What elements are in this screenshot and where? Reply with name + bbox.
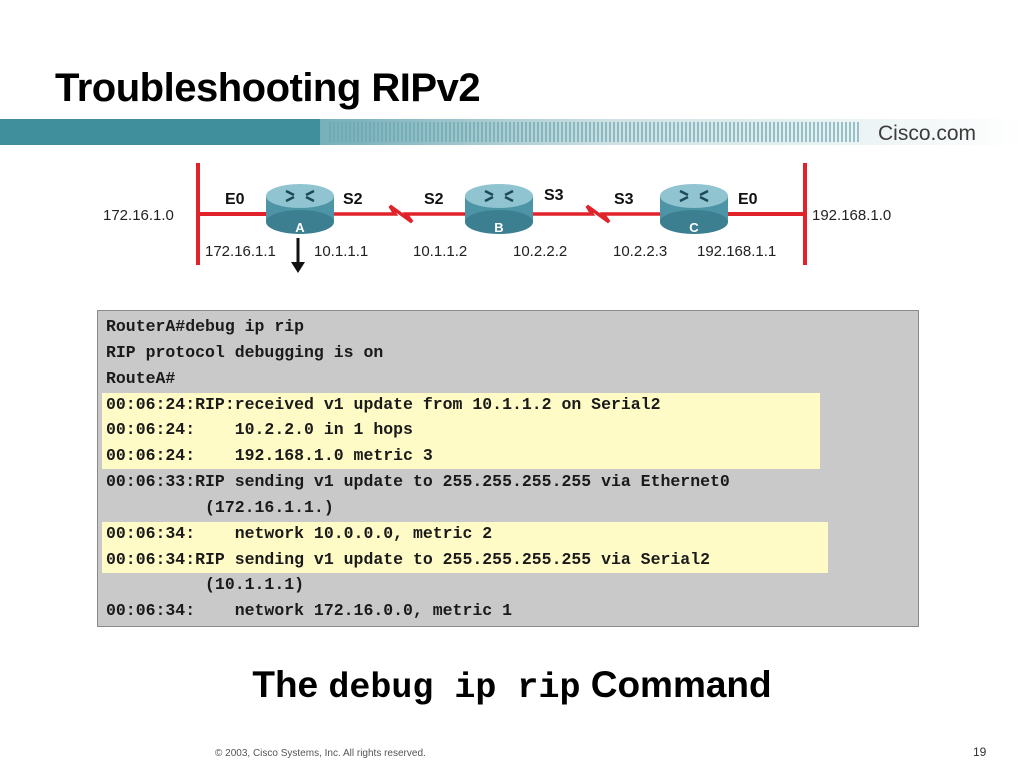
router-a-icon: A [266, 184, 334, 235]
console-line: 00:06:34: network 172.16.0.0, metric 1 [106, 601, 512, 620]
cisco-logo: Cisco.com [878, 122, 977, 145]
console-line: RIP protocol debugging is on [106, 343, 384, 362]
router-b-icon: B [465, 184, 533, 235]
router-c-right-ip: 192.168.1.1 [697, 243, 776, 260]
router-c-icon: C [660, 184, 728, 235]
slide-title: Troubleshooting RIPv2 [55, 66, 481, 110]
console-line: 00:06:33:RIP sending v1 update to 255.25… [106, 472, 730, 491]
console-line: 00:06:34: network 10.0.0.0, metric 2 [106, 524, 493, 543]
caption-prefix: The [252, 664, 319, 705]
left-network-label: 172.16.1.0 [103, 207, 174, 224]
copyright-notice: © 2003, Cisco Systems, Inc. All rights r… [215, 748, 426, 759]
router-b-left-iface: S2 [424, 191, 444, 208]
router-b-left-ip: 10.1.1.2 [413, 243, 467, 260]
console-line: (172.16.1.1.) [106, 498, 334, 517]
router-a-right-iface: S2 [343, 191, 363, 208]
caption-suffix: Command [590, 664, 772, 705]
network-diagram: A B C 172.16.1.0 192.168.1.0 E0 S2 S2 S3… [103, 163, 891, 273]
router-b-right-ip: 10.2.2.2 [513, 243, 567, 260]
router-c-left-ip: 10.2.2.3 [613, 243, 667, 260]
router-c-letter: C [689, 220, 699, 235]
router-b-letter: B [494, 220, 503, 235]
console-line: 00:06:24: 10.2.2.0 in 1 hops [106, 420, 413, 439]
right-network-label: 192.168.1.0 [812, 207, 891, 224]
caption-command: debug ip rip [328, 668, 581, 708]
router-a-left-ip: 172.16.1.1 [205, 243, 276, 260]
slide-caption: The debug ip rip Command [0, 664, 1024, 708]
header-banner [0, 119, 1024, 145]
router-a-left-iface: E0 [225, 191, 245, 208]
console-output: RouterA#debug ip rip RIP protocol debugg… [97, 310, 919, 627]
serial-link-a-b [330, 204, 470, 224]
highlight-block-2 [102, 522, 828, 573]
console-line: (10.1.1.1) [106, 575, 305, 594]
console-line: RouterA#debug ip rip [106, 317, 305, 336]
console-line: 00:06:24: 192.168.1.0 metric 3 [106, 446, 433, 465]
highlight-block-1 [102, 393, 820, 469]
router-b-right-iface: S3 [544, 187, 564, 204]
console-line: 00:06:34:RIP sending v1 update to 255.25… [106, 550, 710, 569]
console-line: RouteA# [106, 369, 176, 388]
debug-arrow-icon [291, 238, 305, 273]
serial-link-b-c [530, 204, 665, 224]
console-line: 00:06:24:RIP:received v1 update from 10.… [106, 395, 661, 414]
router-c-right-iface: E0 [738, 191, 758, 208]
router-a-right-ip: 10.1.1.1 [314, 243, 368, 260]
router-c-left-iface: S3 [614, 191, 634, 208]
page-number: 19 [973, 745, 987, 759]
router-a-letter: A [295, 220, 305, 235]
